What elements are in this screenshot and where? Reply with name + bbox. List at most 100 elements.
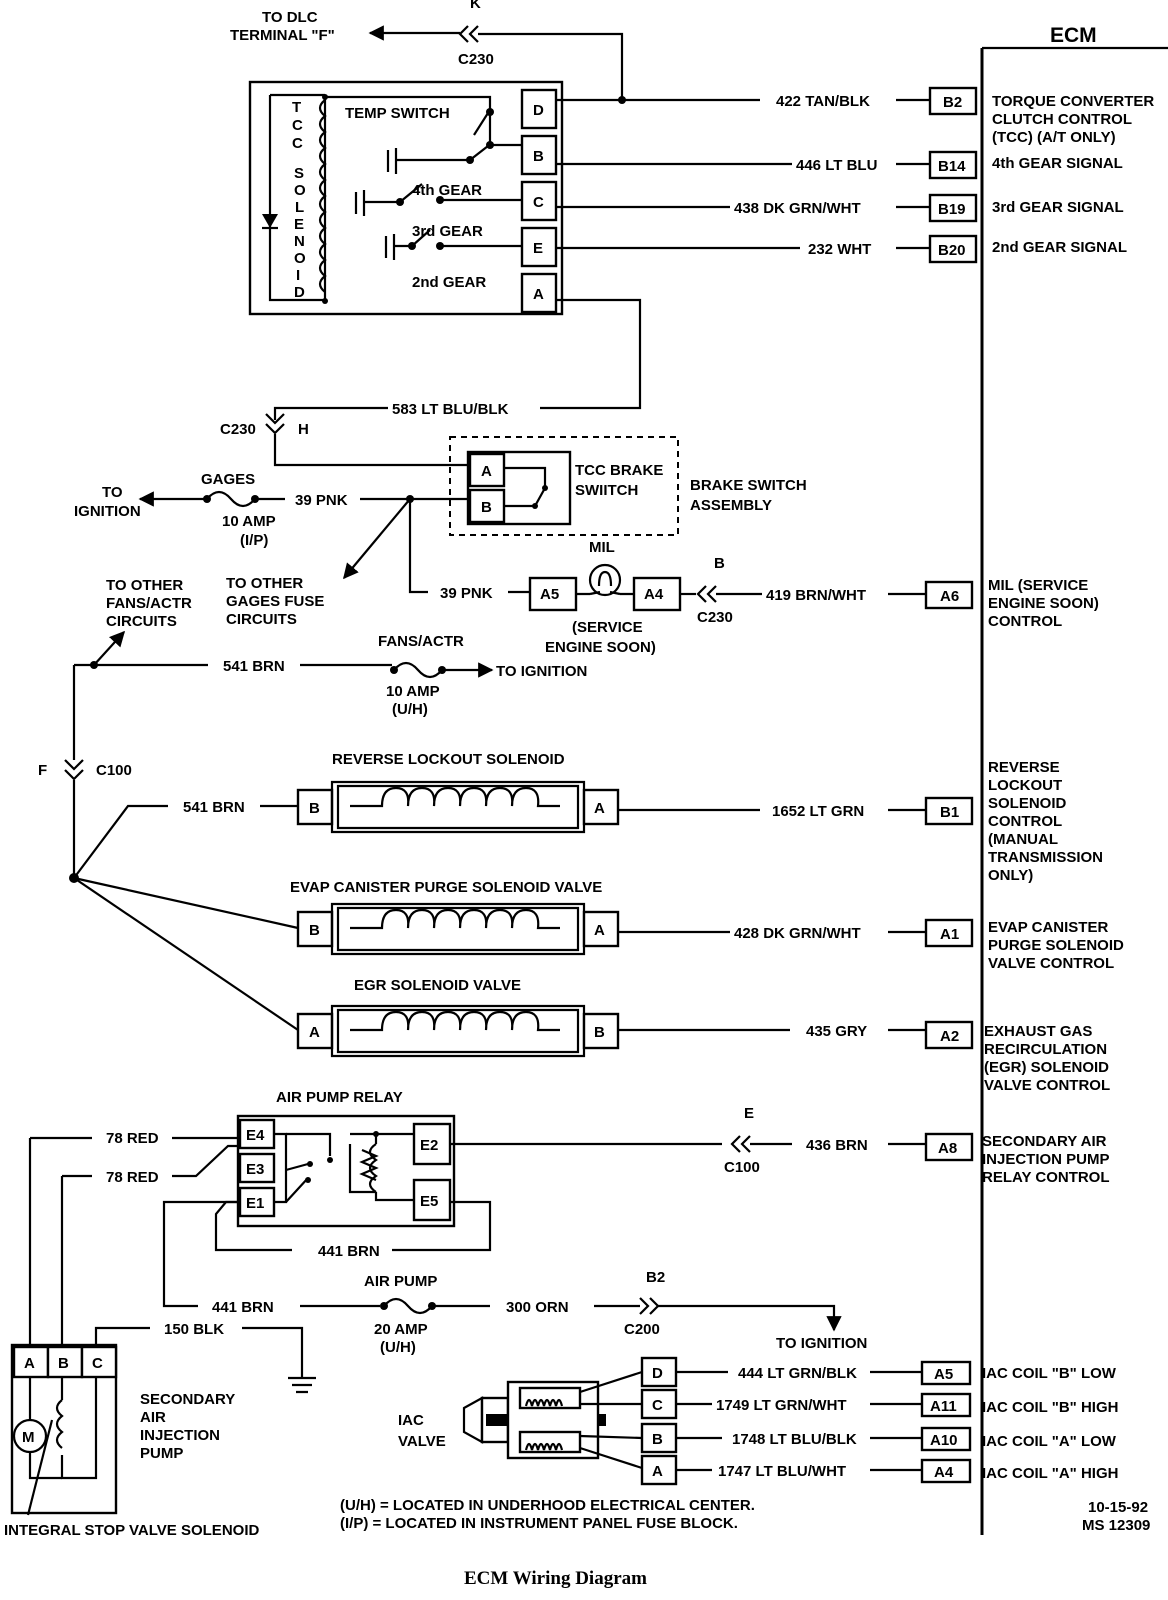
reverse-term-a: A bbox=[594, 800, 605, 817]
func-b1-3: SOLENOID bbox=[988, 795, 1067, 812]
ecm-block: ECM bbox=[980, 24, 1168, 1535]
func-a8-1: SECONDARY AIR bbox=[982, 1133, 1107, 1150]
func-a11: IAC COIL "B" HIGH bbox=[982, 1399, 1118, 1416]
brake-assembly-label: BRAKE SWITCH bbox=[690, 477, 807, 494]
brake-switch-assembly: A B TCC BRAKE SWIITCH BRAKE SWITCH ASSEM… bbox=[449, 436, 807, 536]
relay-e2: E2 bbox=[420, 1137, 438, 1154]
fans-fuse-name: FANS/ACTR bbox=[378, 633, 464, 650]
func-b1-4: CONTROL bbox=[988, 813, 1062, 830]
func-b1-7: ONLY) bbox=[988, 867, 1033, 884]
relay-e4: E4 bbox=[246, 1127, 265, 1144]
pump-label-2: AIR bbox=[140, 1409, 166, 1426]
egr-term-b: B bbox=[594, 1024, 605, 1041]
c200-label: C200 bbox=[624, 1321, 660, 1338]
func-a6-2: ENGINE SOON) bbox=[988, 595, 1099, 612]
gear4-label: 4th GEAR bbox=[412, 182, 482, 199]
other-fans-1: TO OTHER bbox=[106, 577, 183, 594]
reverse-lockout-solenoid: REVERSE LOCKOUT SOLENOID B A 1652 LT GRN… bbox=[296, 751, 1103, 884]
func-a8-3: RELAY CONTROL bbox=[982, 1169, 1110, 1186]
c230-k-letter: K bbox=[470, 0, 481, 12]
func-a2-1: EXHAUST GAS bbox=[984, 1023, 1092, 1040]
to-ignition-2: IGNITION bbox=[74, 503, 141, 520]
iac-valve: IAC VALVE D C B A 444 LT GRN/BLK 1749 LT… bbox=[398, 1356, 1118, 1486]
wire-1749: 1749 LT GRN/WHT bbox=[716, 1397, 847, 1414]
ecm-title: ECM bbox=[1050, 24, 1097, 47]
fans-actr-circuit: TO OTHER FANS/ACTR CIRCUITS 541 BRN FANS… bbox=[38, 577, 587, 1031]
pin-b14: B14 bbox=[938, 158, 966, 175]
pin-b1: B1 bbox=[940, 804, 959, 821]
egr-solenoid-title: EGR SOLENOID VALVE bbox=[354, 977, 521, 994]
gear3-label: 3rd GEAR bbox=[412, 223, 483, 240]
tcc-solenoid-vertical-label: T C C S O L E N O I D bbox=[292, 99, 306, 301]
wire-419: 419 BRN/WHT bbox=[766, 587, 866, 604]
stop-valve-label: INTEGRAL STOP VALVE SOLENOID bbox=[4, 1522, 259, 1539]
evap-term-a: A bbox=[594, 922, 605, 939]
svg-text:O: O bbox=[294, 182, 306, 199]
svg-text:E: E bbox=[294, 216, 304, 233]
wire-436: 436 BRN bbox=[806, 1137, 868, 1154]
to-ignition-1: TO bbox=[102, 484, 123, 501]
c230-top-label: C230 bbox=[458, 51, 494, 68]
airpump-to-ignition: TO IGNITION bbox=[776, 1335, 867, 1352]
tcc-term-c: C bbox=[533, 194, 544, 211]
func-a6-3: CONTROL bbox=[988, 613, 1062, 630]
svg-text:T: T bbox=[292, 99, 301, 116]
svg-text:I: I bbox=[296, 267, 300, 284]
pump-label-1: SECONDARY bbox=[140, 1391, 235, 1408]
mil-sub-1: (SERVICE bbox=[572, 619, 643, 636]
func-a8-2: INJECTION PUMP bbox=[982, 1151, 1110, 1168]
wire-1652: 1652 LT GRN bbox=[772, 803, 864, 820]
egr-solenoid-valve: EGR SOLENOID VALVE A B 435 GRY A2 EXHAUS… bbox=[296, 977, 1110, 1094]
wire-300-orn: 300 ORN bbox=[506, 1299, 569, 1316]
other-fans-3: CIRCUITS bbox=[106, 613, 177, 630]
brake-term-b: B bbox=[481, 499, 492, 516]
wire-583: 583 LT BLU/BLK bbox=[392, 401, 509, 418]
iac-term-c: C bbox=[652, 1397, 663, 1414]
mil-a5: A5 bbox=[540, 586, 559, 603]
mil-conn: C230 bbox=[697, 609, 733, 626]
airpump-fuse-loc: (U/H) bbox=[380, 1339, 416, 1356]
iac-term-b: B bbox=[652, 1431, 663, 1448]
gages-circuit: TO IGNITION GAGES 10 AMP (I/P) 39 PNK TO… bbox=[74, 471, 530, 628]
pump-label-3: INJECTION bbox=[140, 1427, 220, 1444]
iac-label-1: IAC bbox=[398, 1412, 424, 1429]
wire-438: 438 DK GRN/WHT bbox=[734, 200, 861, 217]
relay-e1: E1 bbox=[246, 1195, 264, 1212]
pump-label-4: PUMP bbox=[140, 1445, 183, 1462]
evap-solenoid-title: EVAP CANISTER PURGE SOLENOID VALVE bbox=[290, 879, 602, 896]
wire-150-blk: 150 BLK bbox=[164, 1321, 224, 1338]
wire-435: 435 GRY bbox=[806, 1023, 867, 1040]
wire-78-red-b: 78 RED bbox=[106, 1169, 159, 1186]
func-b20: 2nd GEAR SIGNAL bbox=[992, 239, 1127, 256]
func-b14: 4th GEAR SIGNAL bbox=[992, 155, 1123, 172]
pump-term-a: A bbox=[24, 1355, 35, 1372]
air-pump-relay: AIR PUMP RELAY E4 E3 E1 E2 E5 78 RED 78 … bbox=[28, 1089, 1110, 1370]
pin-b20: B20 bbox=[938, 242, 966, 259]
wire-1748: 1748 LT BLU/BLK bbox=[732, 1431, 857, 1448]
func-a2-2: RECIRCULATION bbox=[984, 1041, 1107, 1058]
wire-441-brn-a: 441 BRN bbox=[318, 1243, 380, 1260]
tcc-term-d: D bbox=[533, 102, 544, 119]
func-a1-2: PURGE SOLENOID bbox=[988, 937, 1124, 954]
iac-label-2: VALVE bbox=[398, 1433, 446, 1450]
wire-428: 428 DK GRN/WHT bbox=[734, 925, 861, 942]
tcc-term-a: A bbox=[533, 286, 544, 303]
tcc-term-e: E bbox=[533, 240, 543, 257]
c100-f-letter: F bbox=[38, 762, 47, 779]
diagram-ms-number: MS 12309 bbox=[1082, 1517, 1150, 1534]
reverse-solenoid-title: REVERSE LOCKOUT SOLENOID bbox=[332, 751, 565, 768]
c100-f-label: C100 bbox=[96, 762, 132, 779]
relay-e5: E5 bbox=[420, 1193, 438, 1210]
gear2-label: 2nd GEAR bbox=[412, 274, 486, 291]
wire-541-brn-2: 541 BRN bbox=[183, 799, 245, 816]
svg-text:C: C bbox=[292, 135, 303, 152]
relay-conn: C100 bbox=[724, 1159, 760, 1176]
ecm-pins-upper: B2 B14 B19 B20 TORQUE CONVERTER CLUTCH C… bbox=[928, 86, 1154, 264]
svg-text:C: C bbox=[292, 117, 303, 134]
tcc-term-b: B bbox=[533, 148, 544, 165]
svg-text:L: L bbox=[295, 199, 304, 216]
fans-fuse-loc: (U/H) bbox=[392, 701, 428, 718]
c230-h-letter: H bbox=[298, 421, 309, 438]
connector-c230-b bbox=[696, 585, 717, 603]
wire-441-brn-b: 441 BRN bbox=[212, 1299, 274, 1316]
